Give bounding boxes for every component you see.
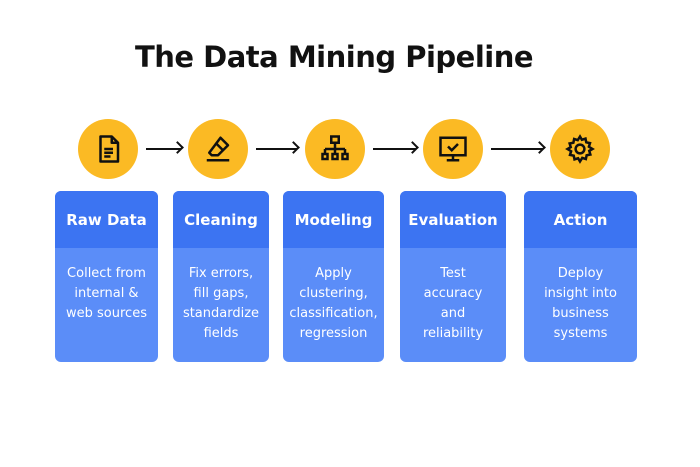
step-4-icon-circle — [423, 119, 483, 179]
arrow-2-to-3 — [256, 148, 297, 150]
step-1-icon-circle — [78, 119, 138, 179]
step-title: Modeling — [283, 191, 384, 248]
arrow-3-to-4 — [373, 148, 416, 150]
arrow-4-to-5 — [491, 148, 543, 150]
step-title: Action — [524, 191, 637, 248]
step-title: Evaluation — [400, 191, 506, 248]
arrow-1-to-2 — [146, 148, 181, 150]
step-card-evaluation: Evaluation Test accuracy and reliability — [400, 191, 506, 362]
step-description: Apply clustering, classification, regres… — [289, 266, 378, 341]
document-icon — [99, 135, 120, 163]
step-card-action: Action Deploy insight into business syst… — [524, 191, 637, 362]
step-card-raw-data: Raw Data Collect from internal & web sou… — [55, 191, 158, 362]
step-description: Collect from internal & web sources — [66, 266, 147, 321]
step-2-icon-circle — [188, 119, 248, 179]
gear-icon — [565, 134, 595, 164]
step-description: Deploy insight into business systems — [544, 266, 617, 341]
step-3-icon-circle — [305, 119, 365, 179]
step-description: Test accuracy and reliability — [422, 266, 484, 341]
hierarchy-icon — [321, 135, 349, 161]
step-title: Cleaning — [173, 191, 269, 248]
monitor-check-icon — [439, 136, 467, 162]
page-title: The Data Mining Pipeline — [134, 40, 534, 74]
step-card-modeling: Modeling Apply clustering, classificatio… — [283, 191, 384, 362]
step-description: Fix errors, fill gaps, standardize field… — [182, 266, 260, 341]
step-5-icon-circle — [550, 119, 610, 179]
step-title: Raw Data — [55, 191, 158, 248]
eraser-icon — [206, 136, 230, 162]
step-card-cleaning: Cleaning Fix errors, fill gaps, standard… — [173, 191, 269, 362]
